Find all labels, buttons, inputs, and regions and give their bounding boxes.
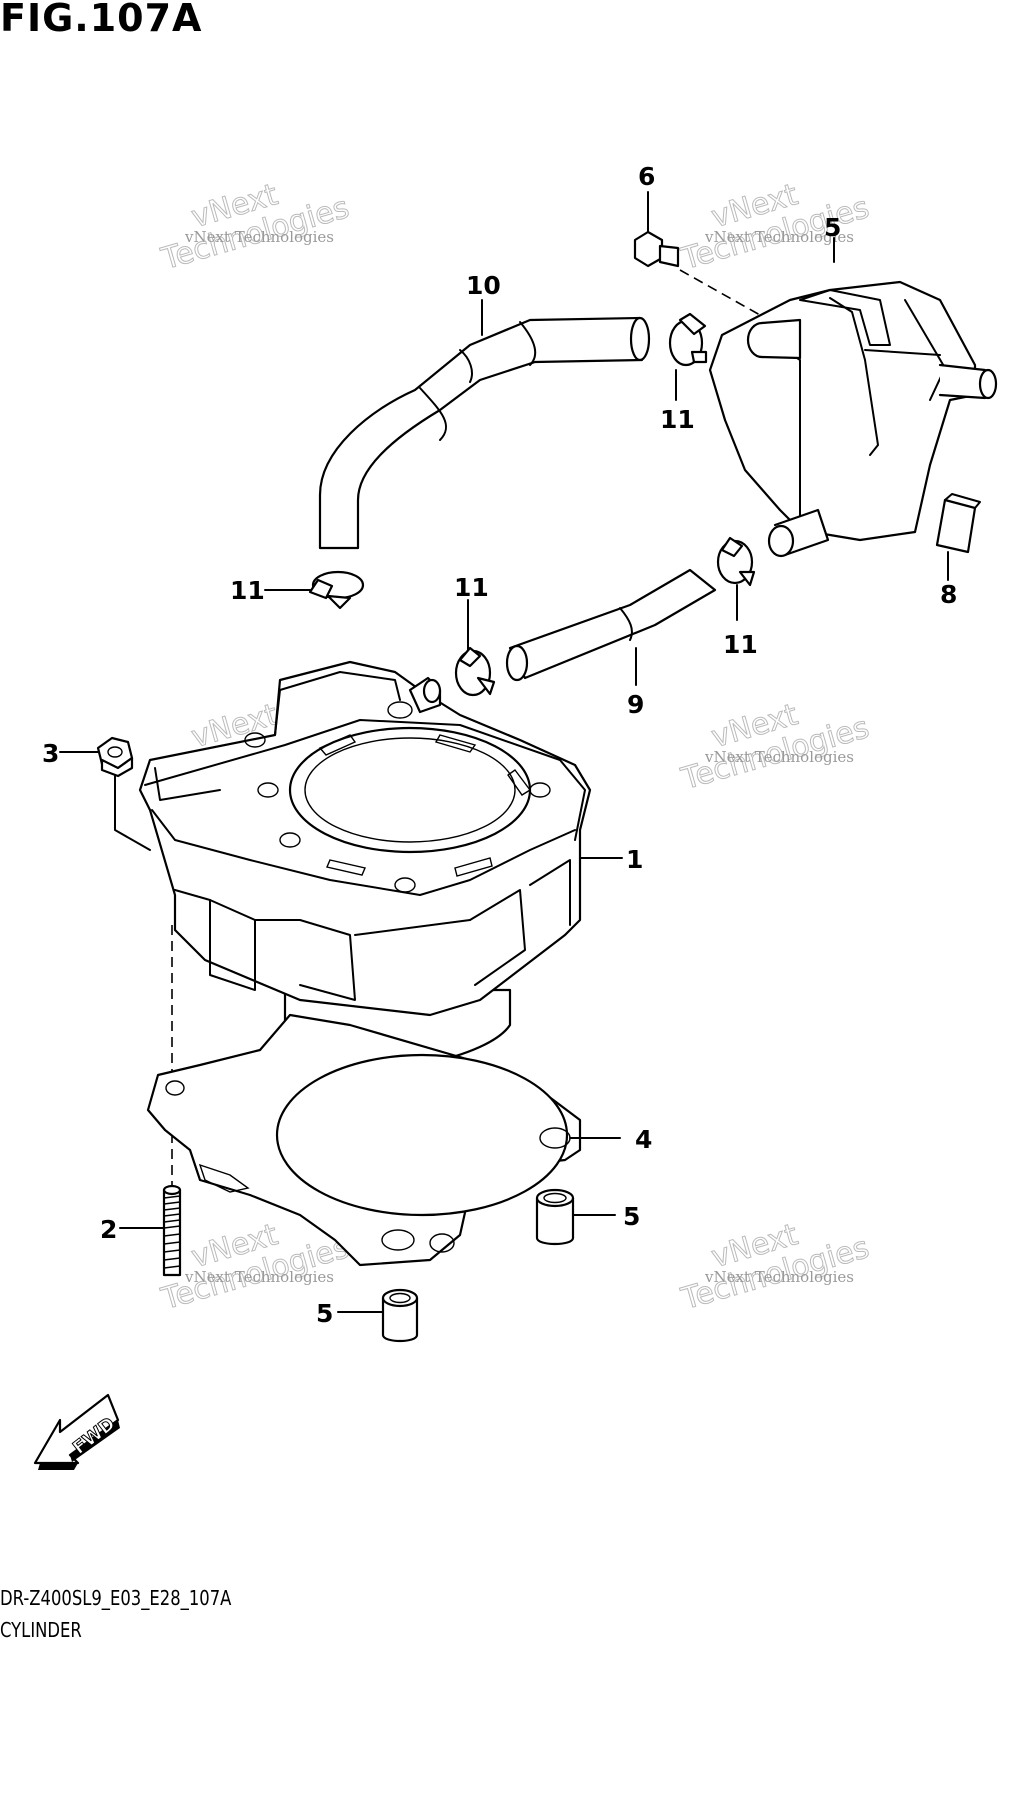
part-11-clamp-right[interactable]: [716, 536, 756, 587]
callout-11: 11: [723, 630, 758, 659]
callout-3: 3: [42, 739, 59, 768]
callout-4: 4: [635, 1125, 652, 1154]
part-3-nut[interactable]: [96, 736, 134, 778]
callout-5: 5: [316, 1299, 333, 1328]
callout-2: 2: [100, 1215, 117, 1244]
watermark-small-text: vNext Technologies: [704, 748, 854, 766]
part-11-clamp-left[interactable]: [308, 570, 365, 610]
section-name-caption: CYLINDER: [0, 1618, 82, 1642]
part-6-reed-valve-housing[interactable]: [708, 280, 998, 558]
callout-5: 5: [623, 1202, 640, 1231]
callout-11: 11: [454, 573, 489, 602]
callout-6: 5: [824, 213, 841, 242]
part-10-upper-hose[interactable]: [318, 316, 651, 550]
callout-11: 11: [230, 576, 265, 605]
part-7-bolt[interactable]: [633, 230, 680, 268]
callout-1: 1: [626, 845, 643, 874]
watermark-mid-right: vNext Technologies: [677, 697, 874, 798]
callout-10: 10: [466, 271, 501, 300]
part-5-dowel-pin-right[interactable]: [535, 1188, 575, 1246]
part-4-base-gasket[interactable]: [146, 1013, 582, 1267]
part-11-clamp-middle[interactable]: [454, 646, 496, 697]
leader-lines: [59, 191, 949, 1313]
callout-9: 9: [627, 690, 644, 719]
callout-7: 6: [638, 162, 655, 191]
callout-11: 11: [660, 405, 695, 434]
part-8-pad[interactable]: [935, 493, 981, 554]
figure-title: FIG.107A: [0, 0, 203, 40]
watermark-top-right: vNext Technologies: [677, 177, 874, 278]
watermark-small-text: vNext Technologies: [704, 1268, 854, 1286]
watermark-small-text: vNext Technologies: [704, 228, 854, 246]
watermark-bottom-right: vNext Technologies: [677, 1217, 874, 1318]
model-code-caption: DR-Z400SL9_E03_E28_107A: [0, 1586, 232, 1610]
fwd-arrow: FWD: [33, 1393, 120, 1470]
callout-labels: 6 5 10 11 11 11 11 8 9 3 1 4 5 2 5: [42, 162, 957, 1328]
part-5-dowel-pin-bottom[interactable]: [381, 1288, 419, 1343]
watermark-small-text: vNext Technologies: [184, 1268, 334, 1286]
watermark-top-left: vNext Technologies: [157, 177, 354, 278]
part-9-lower-hose[interactable]: [505, 568, 717, 682]
part-11-clamp-upper[interactable]: [668, 312, 708, 367]
watermark-small-text: vNext Technologies: [184, 228, 334, 246]
part-2-stud-bolt[interactable]: [162, 1184, 182, 1277]
assembly-line-bolt-to-housing: [679, 269, 761, 316]
leader-nut-to-cylinder: [114, 775, 151, 851]
callout-8: 8: [940, 580, 957, 609]
